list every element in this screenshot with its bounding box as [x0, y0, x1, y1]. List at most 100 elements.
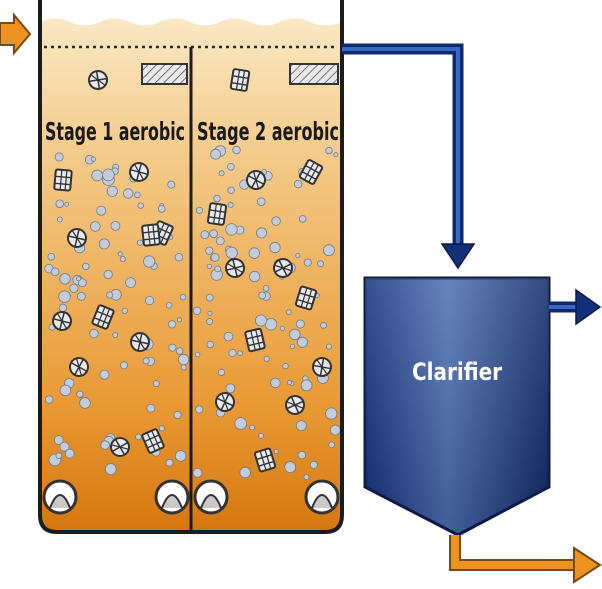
bubble [179, 293, 187, 301]
bubble [55, 199, 64, 209]
bubble [270, 377, 281, 389]
bubble [258, 432, 264, 439]
media-carrier-icon [215, 392, 235, 412]
bubble [322, 244, 335, 257]
bubble [90, 221, 101, 232]
bubble [103, 269, 113, 280]
bubble [45, 395, 54, 404]
bubble [76, 390, 84, 398]
bubble [69, 283, 79, 293]
bubble [227, 163, 235, 171]
effluent-arrow-head [575, 288, 602, 326]
bubble [303, 258, 312, 267]
bubble [237, 350, 243, 356]
bubble [295, 253, 301, 259]
bubble [137, 202, 144, 209]
bubble [269, 241, 281, 254]
media-carrier-icon [298, 159, 324, 185]
bubble [175, 347, 184, 355]
bubble [227, 186, 235, 194]
bubble [152, 380, 160, 388]
bubble [167, 180, 176, 189]
media-carrier-icon [244, 327, 266, 353]
bubble [225, 223, 238, 236]
bubble [218, 170, 225, 177]
media-carrier-icon [141, 223, 161, 247]
media-carrier-icon [285, 395, 305, 415]
sludge-arrow-head [573, 546, 602, 584]
bubble [180, 364, 187, 371]
bubble [333, 152, 339, 158]
bubble [295, 319, 305, 329]
bubble [136, 239, 144, 246]
bubble [168, 320, 177, 329]
bubble [173, 410, 182, 419]
bubble [329, 424, 341, 436]
bubble [209, 229, 218, 239]
influent-arrow [0, 12, 32, 56]
bubble [98, 238, 110, 250]
bubble [77, 278, 87, 288]
bubble [263, 355, 270, 362]
diffuser-icon [154, 479, 190, 515]
bubble [286, 379, 292, 385]
media-carrier-icon [253, 447, 277, 473]
bubble [117, 251, 123, 257]
bubble [77, 291, 86, 301]
bubble [122, 188, 134, 199]
diffuser-icon [193, 479, 229, 515]
bubble [325, 343, 332, 350]
bubble [309, 460, 318, 469]
media-carrier-icon [294, 285, 318, 311]
bubble [106, 185, 118, 197]
bubble [76, 276, 82, 282]
bubble [286, 309, 292, 315]
bubble [58, 303, 68, 312]
clarifier-label: Clarifier [412, 358, 502, 386]
media-carrier-icon [273, 258, 293, 278]
bubble [325, 407, 338, 420]
bubble [50, 267, 60, 277]
bubble [256, 227, 268, 239]
bubble [82, 262, 90, 271]
bubble [207, 310, 213, 316]
bubble [99, 369, 110, 380]
bubble [279, 325, 285, 331]
bubble [200, 230, 210, 240]
bubble [289, 343, 295, 349]
liquid-surface [40, 12, 342, 26]
bubble [303, 474, 310, 481]
bubble [64, 201, 70, 207]
bubble [165, 458, 174, 467]
media-carrier-icon [130, 332, 150, 352]
bubble [300, 379, 313, 392]
media-carrier-icon [225, 258, 245, 278]
media-carrier-icon [69, 357, 89, 377]
bubble [55, 452, 63, 460]
bubble [215, 236, 225, 246]
bubble [134, 191, 141, 199]
bubble [271, 216, 281, 226]
bubble [320, 321, 327, 329]
bubble [174, 253, 184, 262]
bubble [248, 247, 261, 259]
bubble [146, 403, 156, 413]
bubble [59, 273, 71, 285]
media-carriers [52, 68, 332, 473]
bubble [165, 301, 173, 309]
bubble [239, 466, 251, 479]
bubble [192, 306, 202, 315]
bubble [53, 435, 64, 445]
bubble [206, 340, 214, 349]
bubble [157, 205, 166, 213]
media-carrier-icon [312, 357, 332, 377]
bubble [158, 425, 165, 432]
bubble [210, 252, 220, 262]
bubble [56, 216, 63, 223]
bubble [254, 314, 267, 327]
bubble [79, 397, 91, 409]
bubble [120, 361, 129, 370]
bubble [59, 441, 70, 452]
bubble [225, 383, 236, 394]
media-carrier-icon [67, 228, 87, 248]
